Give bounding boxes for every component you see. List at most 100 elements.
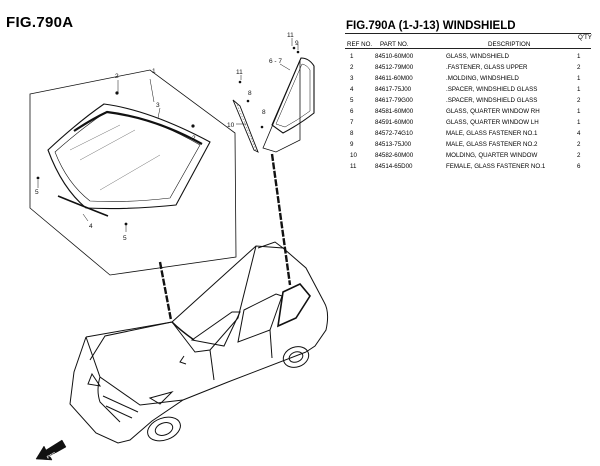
callout-1: 1 <box>152 68 156 75</box>
table-row: 4 84617-75J00 .SPACER, WINDSHIELD GLASS … <box>345 86 591 97</box>
fastener-male-icon <box>246 99 250 103</box>
quarter-window-location <box>276 283 311 328</box>
callout-6-7: 6 - 7 <box>269 58 282 65</box>
quarter-window-view <box>232 38 315 153</box>
cell-ref: 1 <box>350 53 354 60</box>
cell-description: .MOLDING, WINDSHIELD <box>446 75 519 82</box>
callout-11b: 11 <box>287 32 294 39</box>
cell-part: 84581-60M00 <box>375 108 414 115</box>
cell-qty: 1 <box>577 108 581 115</box>
door-seam <box>209 349 215 381</box>
callout-5b: 5 <box>123 235 127 242</box>
cell-ref: 3 <box>350 75 354 82</box>
front-wheel-hub <box>154 422 174 436</box>
table-row: 8 84572-74G10 MALE, GLASS FASTENER NO.1 … <box>345 130 591 141</box>
cell-description: MALE, GLASS FASTENER NO.1 <box>446 130 538 137</box>
fastener-female-icon <box>296 50 300 54</box>
cell-description: GLASS, QUARTER WINDOW RH <box>446 108 540 115</box>
upper-fastener-icon <box>115 91 119 95</box>
rear-door-window <box>237 293 283 343</box>
glass-reflection-line <box>99 154 161 191</box>
callout-11a: 11 <box>236 69 243 76</box>
cell-part: 84572-74G10 <box>375 130 413 137</box>
table-row: 6 84581-60M00 GLASS, QUARTER WINDOW RH 1 <box>345 108 591 119</box>
quarter-window-molding <box>232 99 259 153</box>
side-mirror <box>179 355 187 365</box>
callout-8a: 8 <box>248 90 252 97</box>
windshield-exploded-view <box>29 69 237 276</box>
callout-2-right: 2 <box>192 135 196 142</box>
vehicle-roof-outline <box>85 245 329 353</box>
callout-9: 9 <box>295 40 299 47</box>
header-qty: Q'TY <box>578 34 592 41</box>
cell-description: GLASS, WINDSHIELD <box>446 53 509 60</box>
cell-ref: 4 <box>350 86 354 93</box>
callout-8b: 8 <box>262 109 266 116</box>
table-row: 5 84617-79G00 .SPACER, WINDSHIELD GLASS … <box>345 97 591 108</box>
vehicle-illustration <box>69 241 329 444</box>
spacer-clip-icon <box>36 176 40 180</box>
cell-ref: 7 <box>350 119 354 126</box>
cell-part: 84514-65D00 <box>375 163 413 170</box>
front-bumper <box>97 376 121 423</box>
cell-qty: 4 <box>577 130 581 137</box>
cell-ref: 6 <box>350 108 354 115</box>
table-row: 7 84591-60M00 GLASS, QUARTER WINDOW LH 1 <box>345 119 591 130</box>
cell-qty: 2 <box>577 152 581 159</box>
fwd-arrow-icon <box>35 439 67 461</box>
front-direction-arrow: FWD <box>35 439 67 461</box>
grille-upper <box>102 395 139 413</box>
grille-lower <box>105 405 133 419</box>
fastener-icons <box>36 46 300 226</box>
parts-table-title: FIG.790A (1-J-13) WINDSHIELD <box>346 20 516 32</box>
windshield-view-frame <box>29 69 237 276</box>
headlamp-left <box>87 372 102 387</box>
windshield-spacer <box>57 195 109 217</box>
cell-description: MOLDING, QUARTER WINDOW <box>446 152 538 159</box>
glass-reflection-line <box>69 124 121 151</box>
front-wheel <box>147 416 181 442</box>
header-part: PART NO. <box>380 41 409 48</box>
fastener-female-icon <box>292 46 296 50</box>
table-row: 2 84512-79M00 .FASTENER, GLASS UPPER 2 <box>345 64 591 75</box>
cell-description: .FASTENER, GLASS UPPER <box>446 64 528 71</box>
windshield-inner-edge <box>54 111 201 202</box>
windshield-location-line <box>158 261 173 321</box>
cell-ref: 5 <box>350 97 354 104</box>
cell-part: 84617-79G00 <box>375 97 413 104</box>
table-row: 1 84510-60M00 GLASS, WINDSHIELD 1 <box>345 53 591 64</box>
leader-line-1 <box>149 78 155 103</box>
front-door-window <box>190 311 241 347</box>
cell-qty: 6 <box>577 163 581 170</box>
leader-line-6-7 <box>279 63 291 71</box>
table-rule-top <box>345 33 591 34</box>
cell-description: MALE, GLASS FASTENER NO.2 <box>446 141 538 148</box>
table-row: 10 84582-60M00 MOLDING, QUARTER WINDOW 2 <box>345 152 591 163</box>
vehicle-body-outline <box>69 336 307 444</box>
figure-label: FIG.790A <box>6 14 74 31</box>
callout-5a: 5 <box>35 189 39 196</box>
upper-fastener-icon <box>191 124 195 128</box>
callout-4: 4 <box>89 223 93 230</box>
door-seam <box>269 329 273 359</box>
windshield-glass <box>47 103 211 210</box>
cell-ref: 9 <box>350 141 354 148</box>
cell-qty: 2 <box>577 97 581 104</box>
molding-trim-line <box>235 101 257 151</box>
quarter-window-location-line <box>270 153 292 286</box>
glass-reflection-line <box>79 129 136 161</box>
table-rule-header <box>345 48 591 49</box>
header-description: DESCRIPTION <box>488 41 531 48</box>
cell-qty: 1 <box>577 86 581 93</box>
cell-ref: 2 <box>350 64 354 71</box>
quarter-window-inner-edge <box>275 63 311 128</box>
windshield-on-vehicle <box>171 321 195 341</box>
cell-qty: 2 <box>577 141 581 148</box>
cell-description: FEMALE, GLASS FASTENER NO.1 <box>446 163 546 170</box>
cell-description: .SPACER, WINDSHIELD GLASS <box>446 97 538 104</box>
rear-wheel-hub <box>288 351 304 363</box>
roof-rail <box>257 241 284 249</box>
cell-qty: 2 <box>577 64 581 71</box>
cell-part: 84513-75J00 <box>375 141 412 148</box>
